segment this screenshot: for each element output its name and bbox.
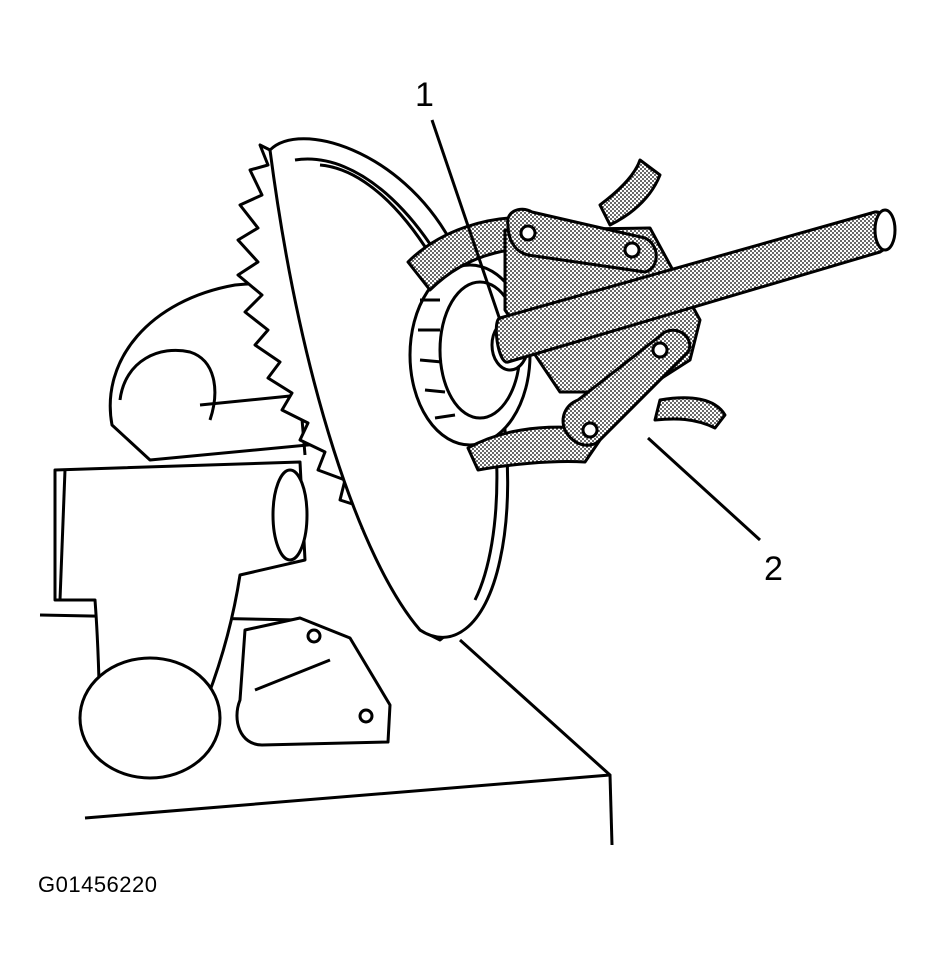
figure-id-label: G01456220 [38,872,158,897]
leader-line-2 [646,436,762,542]
puller-tool [406,158,897,472]
callout-number-1: 1 [415,76,434,114]
leader-lines [430,119,762,542]
leader-line-1 [430,119,502,321]
callout-number-2: 2 [764,550,783,588]
